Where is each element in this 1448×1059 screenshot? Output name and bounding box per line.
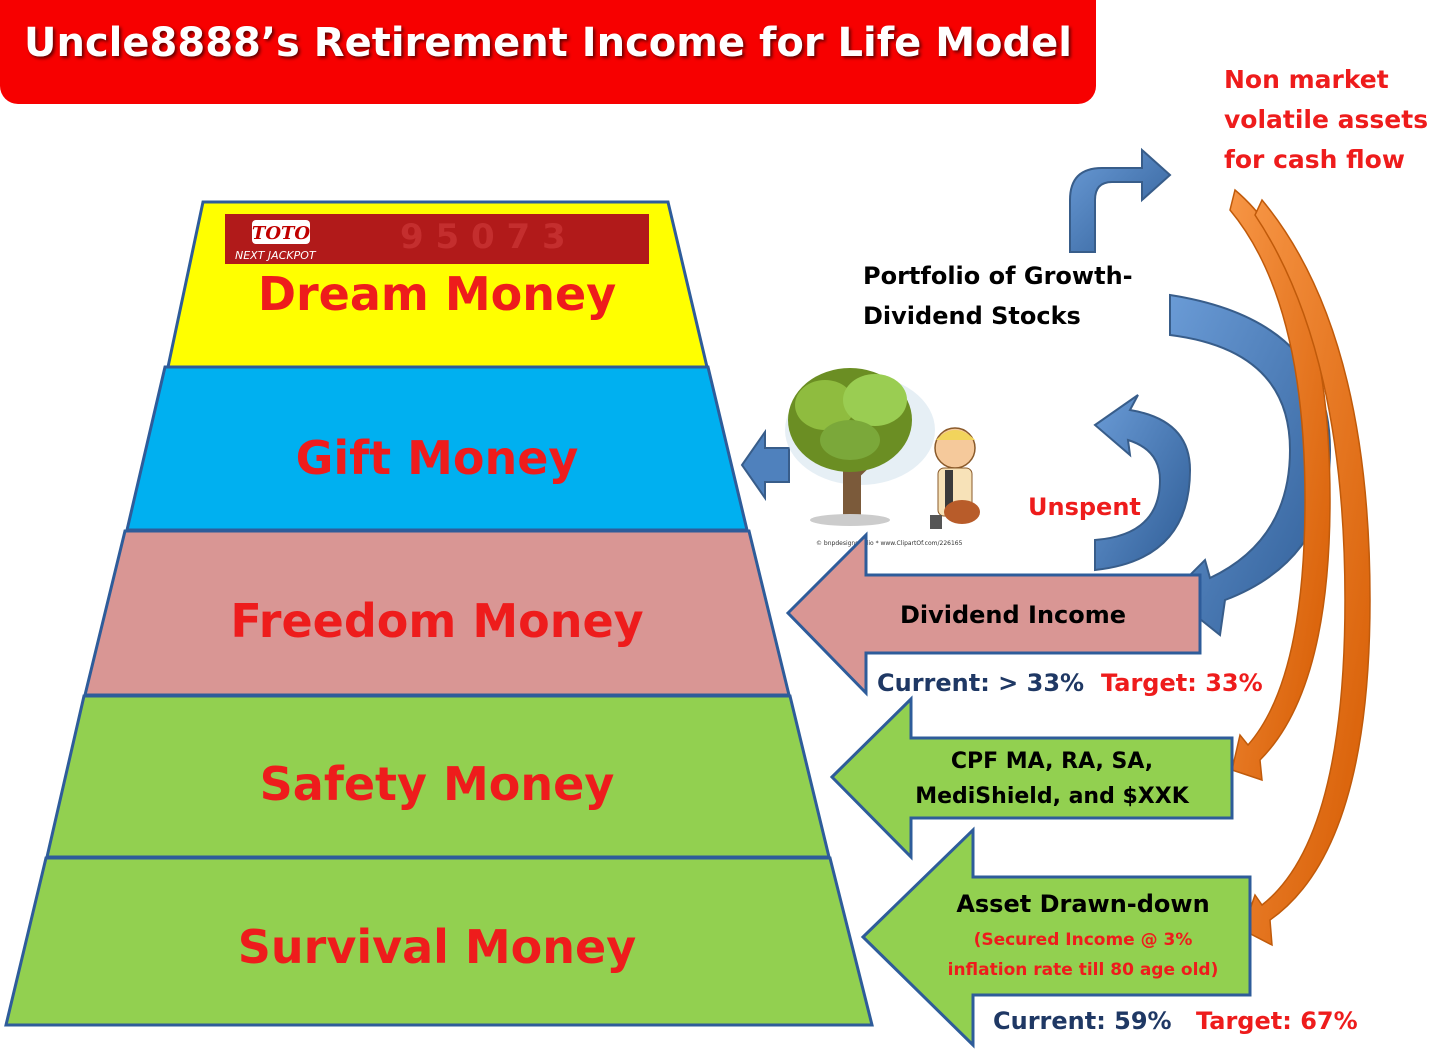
cpf-label-line1: CPF MA, RA, SA, (951, 749, 1153, 774)
survival-target: Target: 67% (1196, 1007, 1358, 1035)
unspent-loop-arrow (1093, 394, 1192, 572)
portfolio-line2: Dividend Stocks (863, 302, 1081, 330)
cpf-arrow (829, 695, 1234, 861)
non-market-line3: for cash flow (1224, 145, 1405, 174)
portfolio-line1: Portfolio of Growth- (863, 262, 1133, 290)
level-label-gift: Gift Money (296, 431, 579, 485)
survival-current: Current: 59% (993, 1007, 1172, 1035)
non-market-line2: volatile assets (1224, 105, 1428, 134)
clipart-credit: © bnpdesignstudio * www.ClipartOf.com/22… (816, 540, 963, 547)
asset-drawdown-label: Asset Drawn-down (956, 890, 1209, 918)
title-banner (0, 0, 1096, 104)
asset-note-line2: inflation rate till 80 age old) (948, 960, 1219, 980)
asset-drawdown-arrow (860, 826, 1252, 1049)
toto-caption: NEXT JACKPOT (235, 249, 317, 262)
asset-note-line1: (Secured Income @ 3% (974, 930, 1193, 950)
freedom-current: Current: > 33% (877, 669, 1084, 697)
freedom-target: Target: 33% (1101, 669, 1263, 697)
growth-up-arrow (1069, 147, 1172, 253)
dividend-income-arrow (785, 531, 1202, 697)
dividend-income-label: Dividend Income (900, 601, 1126, 629)
cpf-label-line2: MediShield, and $XXK (915, 784, 1190, 809)
level-label-freedom: Freedom Money (230, 594, 643, 648)
toto-logo-text: TOTO (252, 223, 310, 244)
level-label-safety: Safety Money (260, 757, 615, 811)
page-title: Uncle8888’s Retirement Income for Life M… (24, 20, 1072, 66)
gift-arrow (740, 428, 790, 502)
non-market-line1: Non market (1224, 65, 1389, 94)
unspent-label: Unspent (1028, 493, 1141, 521)
pyramid-level-survival (4, 856, 874, 1027)
money-tree-illustration: © bnpdesignstudio * www.ClipartOf.com/22… (785, 368, 980, 547)
svg-text:9 5 0 7 3: 9 5 0 7 3 (400, 217, 566, 257)
toto-jackpot-banner: 9 5 0 7 3 TOTO NEXT JACKPOT (225, 214, 649, 264)
level-label-survival: Survival Money (238, 920, 636, 974)
level-label-dream: Dream Money (258, 267, 616, 321)
